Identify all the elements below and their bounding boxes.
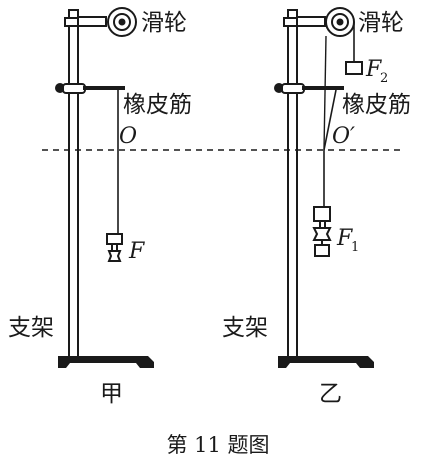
right-stand-pole: [287, 9, 298, 358]
left-spring-scale-icon: [106, 233, 123, 262]
right-clamp-bar: [302, 86, 344, 90]
left-setup: [55, 7, 154, 368]
left-stand-base: [58, 356, 154, 368]
left-pulley-arm: [77, 16, 107, 27]
right-spring-scale-icon: [312, 206, 332, 257]
right-stand-label: 支架: [222, 315, 268, 341]
left-panel-label: 甲: [100, 381, 123, 407]
right-pulley-label: 滑轮: [358, 10, 404, 36]
right-pulley-icon: [325, 7, 355, 37]
right-force1-label: F: [336, 226, 353, 251]
left-stand-pole: [68, 9, 79, 358]
right-rubber-band-label: 橡皮筋: [342, 92, 411, 118]
right-clamp-block: [281, 83, 305, 94]
right-panel-label: 乙: [319, 381, 342, 407]
right-pulley-arm: [296, 16, 326, 27]
right-setup: [274, 7, 374, 368]
left-rubber-band-label: 橡皮筋: [123, 92, 192, 118]
right-pulley-rope: [323, 35, 327, 151]
right-rubber-band: [323, 89, 337, 151]
left-clamp-block: [62, 83, 86, 94]
right-point-label: O′: [332, 124, 355, 149]
right-f2-weight-icon: [345, 61, 363, 75]
left-point-label: O: [119, 124, 137, 149]
left-clamp-bar: [83, 86, 125, 90]
left-pulley-label: 滑轮: [141, 10, 187, 36]
figure-caption: 第 11 题图: [166, 433, 269, 457]
right-force2-label: F: [365, 57, 382, 82]
left-pulley-icon: [107, 7, 137, 37]
right-force2-sub: 2: [380, 71, 388, 86]
left-force-label: F: [128, 239, 145, 264]
right-force1-sub: 1: [351, 240, 359, 255]
right-stand-base: [278, 356, 374, 368]
left-stand-label: 支架: [8, 315, 54, 341]
